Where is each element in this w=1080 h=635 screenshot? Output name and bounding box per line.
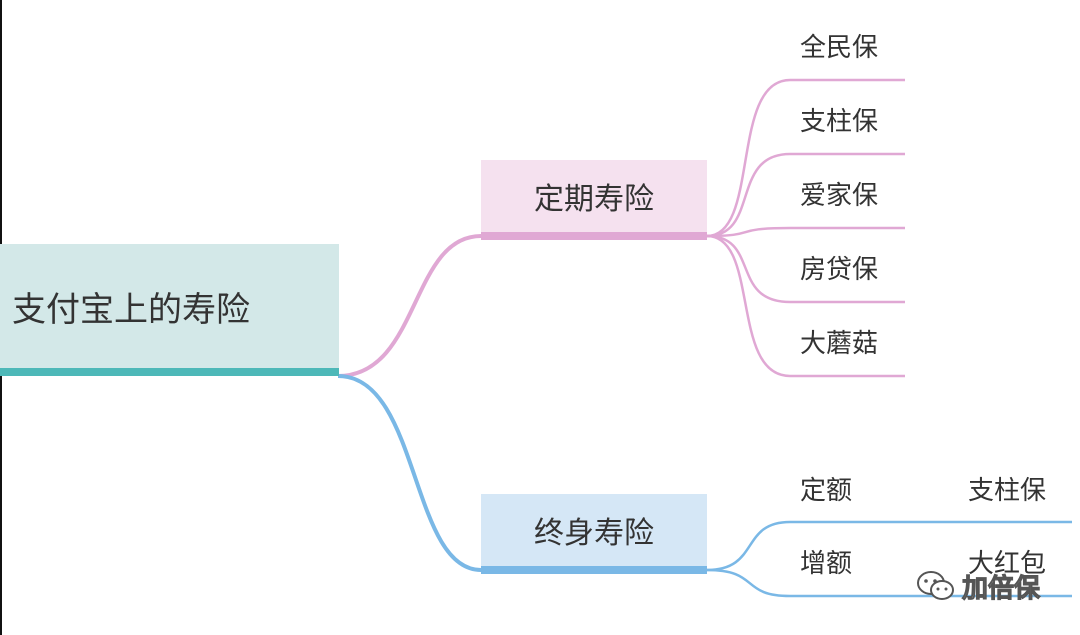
link-term-leaf-5 [706, 234, 905, 378]
leaf-term-item-4[interactable]: 房贷保 [800, 255, 879, 285]
root-label: 支付宝上的寿险 [12, 289, 250, 330]
branch-label: 定期寿险 [534, 182, 654, 217]
watermark-text: 加倍保 [961, 573, 1041, 604]
leaf-term-item-3[interactable]: 爱家保 [800, 181, 879, 211]
leaf-term-item-2[interactable]: 支柱保 [800, 107, 879, 137]
branch-label: 终身寿险 [534, 516, 654, 551]
link-root-whole [337, 374, 482, 572]
link-term-leaf-2 [706, 152, 905, 238]
leaf-whole-item-1-product[interactable]: 支柱保 [968, 476, 1047, 506]
leaf-whole-item-1-label[interactable]: 定额 [800, 476, 853, 506]
link-term-leaf-1 [706, 78, 905, 238]
branch-node-whole-life[interactable]: 终身寿险 [481, 494, 707, 574]
root-node[interactable]: 支付宝上的寿险 [0, 244, 339, 376]
leaf-term-item-5[interactable]: 大蘑菇 [800, 329, 879, 359]
wechat-icon [917, 571, 954, 600]
leaf-whole-item-2-product[interactable]: 大红包 [968, 549, 1047, 579]
branch-node-term-life[interactable]: 定期寿险 [481, 160, 707, 240]
link-whole-leaf-1 [706, 520, 1072, 572]
link-whole-leaf-2 [706, 568, 1072, 598]
watermark: 加倍保 [916, 566, 1056, 606]
leaf-whole-item-2-label[interactable]: 增额 [800, 549, 853, 579]
link-root-term [337, 234, 482, 378]
link-term-leaf-3 [706, 226, 905, 238]
leaf-term-item-1[interactable]: 全民保 [800, 33, 879, 63]
link-term-leaf-4 [706, 234, 905, 304]
